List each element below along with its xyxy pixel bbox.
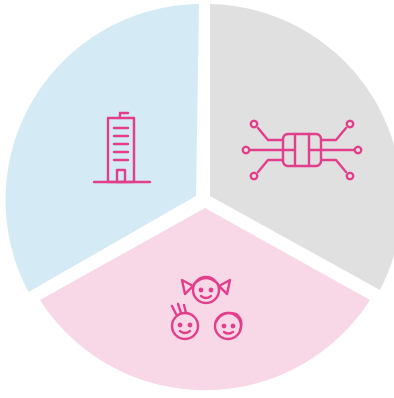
segment-building — [5, 4, 200, 292]
microchip-circuit-icon — [241, 119, 363, 181]
segment-technology — [210, 4, 394, 290]
children-faces-icon — [170, 275, 243, 341]
office-building-icon — [92, 111, 152, 184]
